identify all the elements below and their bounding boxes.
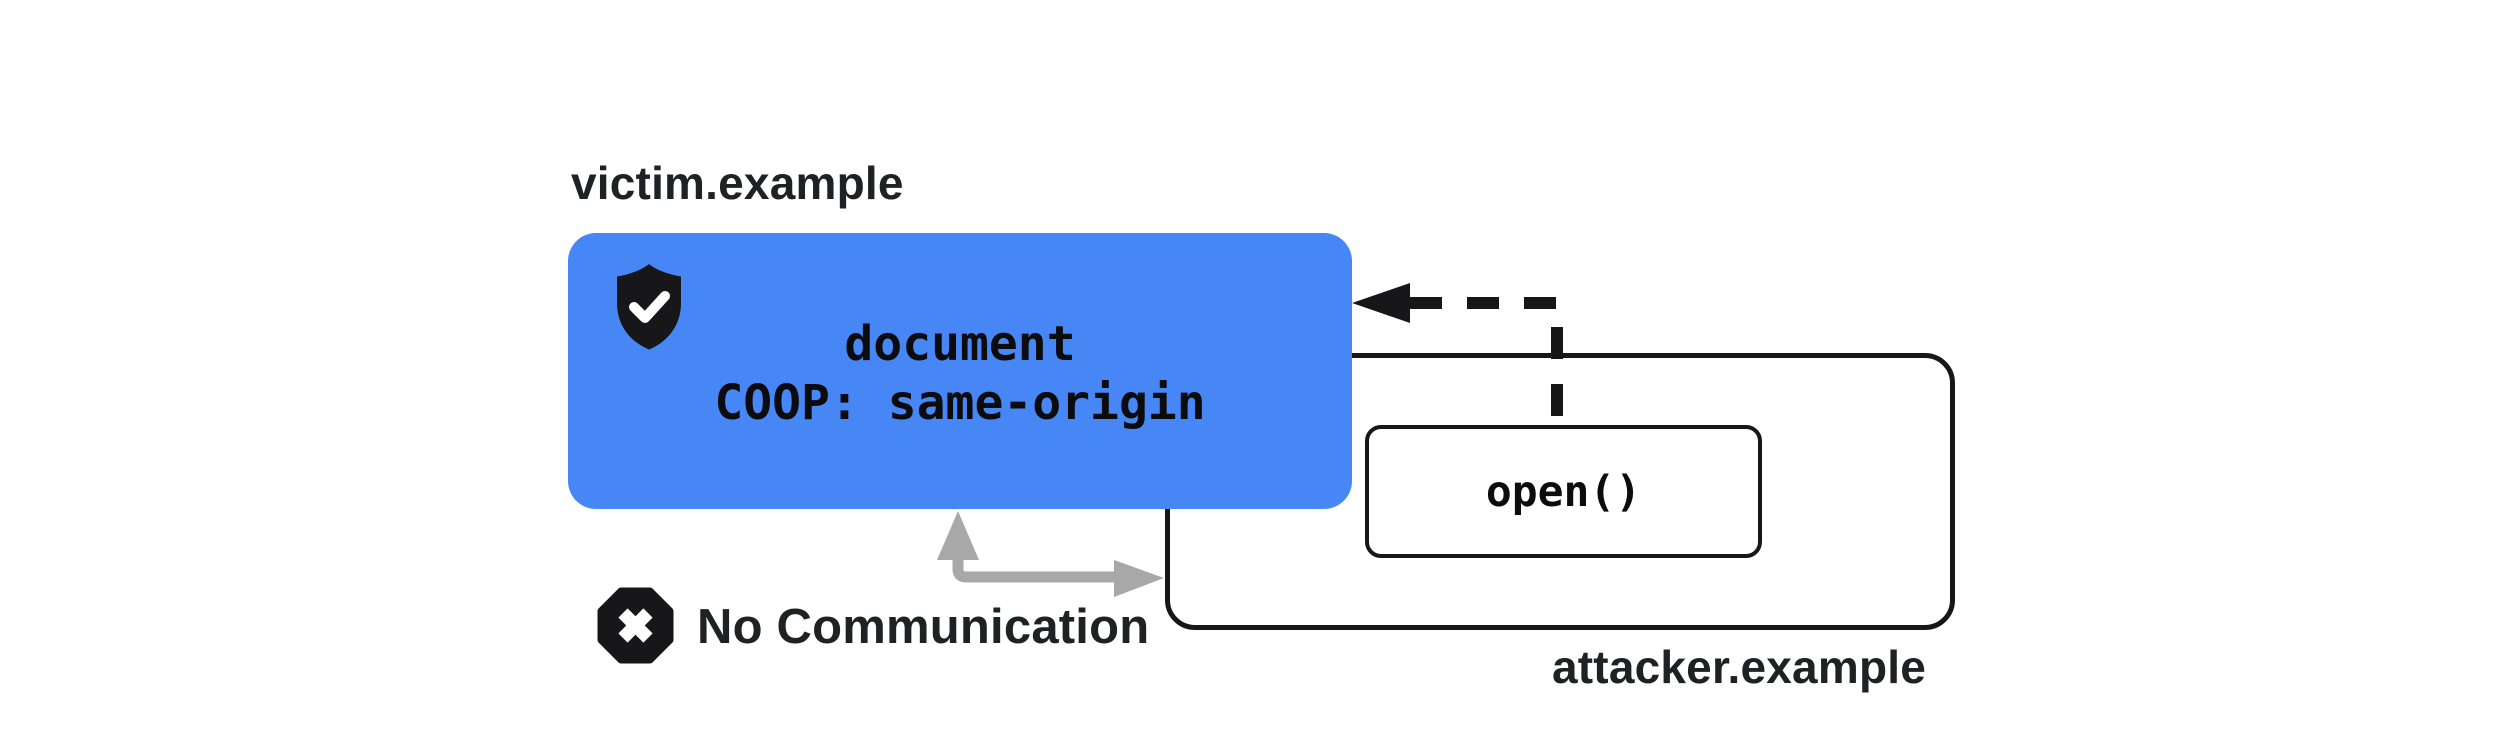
no-communication-label: No Communication bbox=[697, 600, 1150, 654]
open-call-label: open() bbox=[1485, 466, 1642, 517]
octagon-x-icon bbox=[597, 587, 674, 664]
victim-document-box: document COOP: same-origin bbox=[568, 233, 1352, 509]
coop-header-line: COOP: same-origin bbox=[714, 375, 1206, 431]
open-call-box: open() bbox=[1365, 425, 1762, 558]
attacker-domain-label: attacker.example bbox=[1552, 641, 1927, 693]
shield-check-icon bbox=[610, 261, 688, 353]
victim-domain-label: victim.example bbox=[571, 157, 904, 209]
document-line: document bbox=[844, 316, 1076, 372]
blocked-communication-arrow bbox=[937, 511, 1164, 597]
document-text: document COOP: same-origin bbox=[568, 315, 1352, 433]
